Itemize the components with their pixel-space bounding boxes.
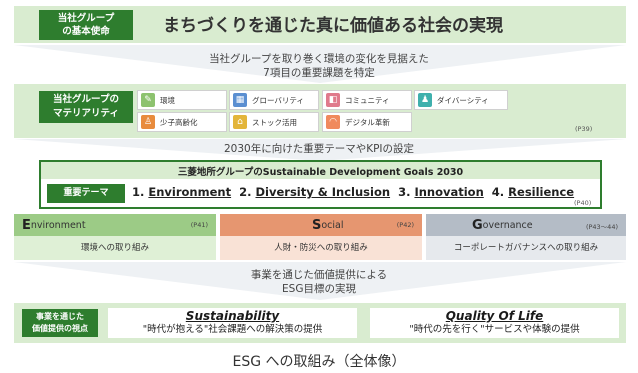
theme-list: 1. Environment 2. Diversity & Inclusion … [132, 185, 575, 199]
esg-governance-body: コーポレートガバナンスへの取り組み [426, 236, 626, 260]
theme-environment: Environment [148, 185, 232, 199]
family-icon: ♙ [141, 115, 155, 129]
step3-text: 事業を通じた価値提供による ESG目標の実現 [250, 269, 388, 295]
sustainability-title: Sustainability [185, 309, 280, 323]
mission-text: まちづくりを通じた真に価値ある社会の実現 [163, 16, 503, 36]
issue-community: ◧ コミュニティ [322, 90, 412, 110]
sustainability-text: "時代が抱える"社会課題への解決策の提供 [142, 324, 323, 335]
theme-innovation: Innovation [414, 185, 484, 199]
page-ref-p39: (P39) [575, 125, 593, 133]
people-icon: ♟ [418, 93, 432, 107]
sdg-title: 三菱地所グループのSustainable Development Goals 2… [177, 167, 464, 178]
wifi-icon: ◠ [326, 115, 340, 129]
qol-title: Quality Of Life [445, 309, 544, 323]
sustainability-box: Sustainability "時代が抱える"社会課題への解決策の提供 [108, 308, 357, 338]
community-icon: ◧ [326, 93, 340, 107]
issue-aging: ♙ 少子高齢化 [137, 112, 227, 132]
step1-text: 当社グループを取り巻く環境の変化を見据えた 7項目の重要課題を特定 [209, 53, 429, 79]
qol-box: Quality Of Life "時代の先を行く"サービスや体験の提供 [370, 308, 619, 338]
figure-caption: ESG への取組み（全体像） [232, 354, 406, 370]
qol-text: "時代の先を行く"サービスや体験の提供 [409, 324, 580, 335]
down-arrow-2 [14, 139, 626, 161]
theme-label: 重要テーマ [47, 184, 125, 203]
mission-label: 当社グループ の基本使命 [39, 10, 133, 40]
down-arrow-1 [14, 45, 626, 83]
issue-environment: ✎ 環境 [137, 90, 227, 110]
materiality-label: 当社グループの マテリアリティ [39, 91, 133, 123]
issue-globality: ▦ グローバリティ [229, 90, 319, 110]
page-ref-p40: (P40) [574, 199, 592, 207]
step2-text: 2030年に向けた重要テーマやKPIの設定 [223, 143, 415, 155]
building-icon: ⌂ [233, 115, 247, 129]
esg-social-body: 人財・防災への取り組み [220, 236, 422, 260]
sdg-frame [39, 160, 602, 209]
value-label: 事業を通じた 価値提供の視点 [22, 309, 98, 337]
esg-environment-body: 環境への取り組み [14, 236, 216, 260]
theme-resilience: Resilience [508, 185, 575, 199]
issue-stock: ⌂ ストック活用 [229, 112, 319, 132]
globe-grid-icon: ▦ [233, 93, 247, 107]
down-arrow-3 [14, 262, 626, 300]
leaf-icon: ✎ [141, 93, 155, 107]
sdg-title-band [41, 162, 600, 179]
issue-digital: ◠ デジタル革新 [322, 112, 412, 132]
issue-diversity: ♟ ダイバーシティ [414, 90, 508, 110]
theme-diversity: Diversity & Inclusion [255, 185, 391, 199]
